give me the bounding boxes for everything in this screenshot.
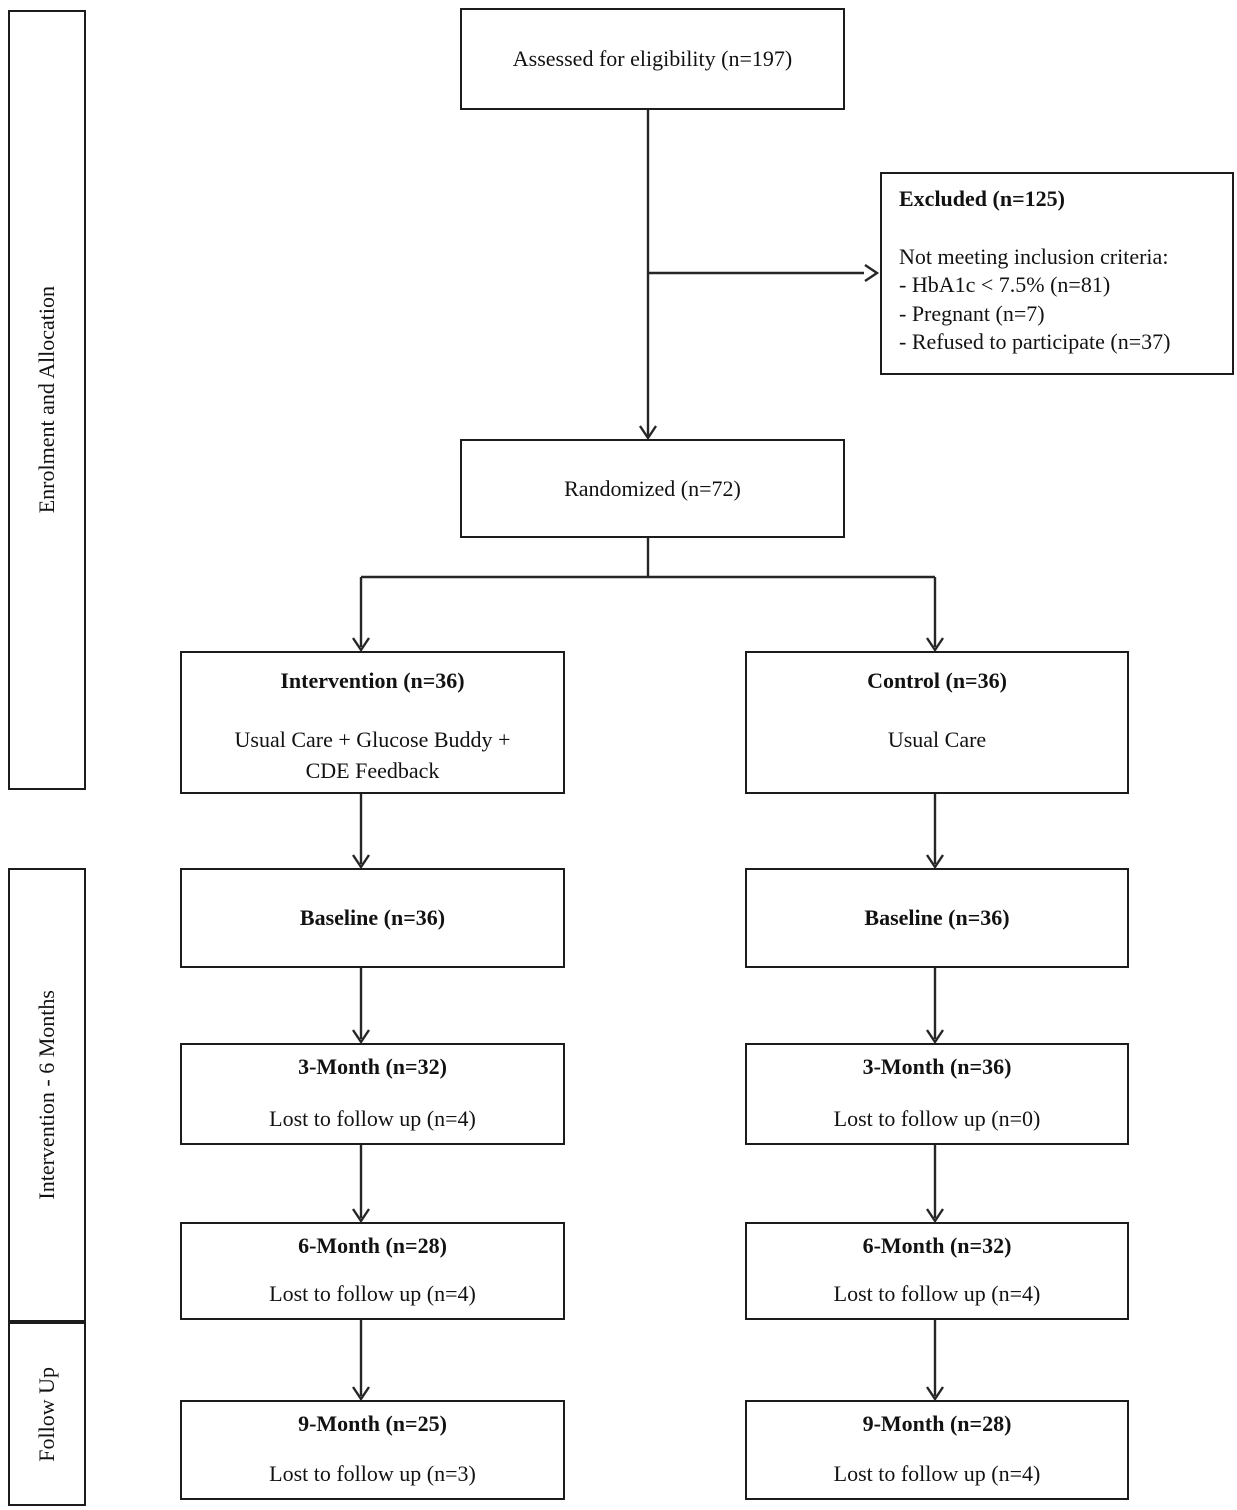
6month-title-control: 6-Month (n=32) bbox=[862, 1233, 1012, 1258]
randomized-box: Randomized (n=72) bbox=[460, 439, 845, 538]
3month-note-intervention: Lost to follow up (n=4) bbox=[269, 1106, 476, 1132]
arrowhead-3month-right bbox=[926, 1029, 944, 1045]
excluded-reason-header: Not meeting inclusion criteria: bbox=[899, 243, 1169, 269]
6month-note-control: Lost to follow up (n=4) bbox=[833, 1281, 1041, 1307]
baseline-label-intervention: Baseline (n=36) bbox=[299, 905, 446, 931]
baseline-label-control: Baseline (n=36) bbox=[864, 905, 1010, 931]
arrowhead-9month-right bbox=[926, 1386, 944, 1402]
3month-box-intervention: 3-Month (n=32) Lost to follow up (n=4) bbox=[180, 1043, 565, 1145]
9month-title-control: 9-Month (n=28) bbox=[862, 1411, 1012, 1436]
baseline-box-intervention: Baseline (n=36) bbox=[180, 868, 565, 968]
6month-title-intervention: 6-Month (n=28) bbox=[298, 1233, 447, 1258]
arrowhead-excluded bbox=[864, 264, 880, 282]
control-description: Usual Care bbox=[887, 726, 987, 752]
arrowhead-control bbox=[926, 637, 944, 653]
3month-title-control: 3-Month (n=36) bbox=[862, 1054, 1012, 1079]
excluded-reason-hba1c: - HbA1c < 7.5% (n=81) bbox=[899, 272, 1111, 298]
phase-box-intervention-6-months: Intervention - 6 Months bbox=[8, 868, 86, 1322]
phase-label-intervention-6-months: Intervention - 6 Months bbox=[34, 990, 59, 1200]
6month-note-intervention: Lost to follow up (n=4) bbox=[269, 1281, 476, 1307]
intervention-allocation-box: Intervention (n=36) Usual Care + Glucose… bbox=[180, 651, 565, 794]
assessed-eligibility-label: Assessed for eligibility (n=197) bbox=[512, 46, 793, 72]
excluded-reason-pregnant: - Pregnant (n=7) bbox=[899, 300, 1045, 326]
9month-note-control: Lost to follow up (n=4) bbox=[833, 1461, 1041, 1487]
phase-box-enrolment-allocation: Enrolment and Allocation bbox=[8, 10, 86, 790]
arrowhead-9month-left bbox=[352, 1386, 370, 1402]
excluded-box: Excluded (n=125) Not meeting inclusion c… bbox=[880, 172, 1234, 375]
excluded-title: Excluded (n=125) bbox=[899, 186, 1065, 211]
9month-box-control: 9-Month (n=28) Lost to follow up (n=4) bbox=[745, 1400, 1129, 1500]
9month-box-intervention: 9-Month (n=25) Lost to follow up (n=3) bbox=[180, 1400, 565, 1500]
arrowhead-6month-left bbox=[352, 1208, 370, 1224]
control-title: Control (n=36) bbox=[867, 668, 1007, 693]
6month-box-control: 6-Month (n=32) Lost to follow up (n=4) bbox=[745, 1222, 1129, 1320]
phase-box-follow-up: Follow Up bbox=[8, 1322, 86, 1506]
arrowhead-randomized bbox=[639, 425, 657, 441]
control-allocation-box: Control (n=36) Usual Care bbox=[745, 651, 1129, 794]
arrowhead-baseline-left bbox=[352, 854, 370, 870]
arrowhead-6month-right bbox=[926, 1208, 944, 1224]
3month-box-control: 3-Month (n=36) Lost to follow up (n=0) bbox=[745, 1043, 1129, 1145]
9month-note-intervention: Lost to follow up (n=3) bbox=[269, 1461, 476, 1487]
9month-title-intervention: 9-Month (n=25) bbox=[298, 1411, 447, 1436]
intervention-title: Intervention (n=36) bbox=[280, 668, 465, 693]
arrowhead-baseline-right bbox=[926, 854, 944, 870]
3month-title-intervention: 3-Month (n=32) bbox=[298, 1054, 447, 1079]
6month-box-intervention: 6-Month (n=28) Lost to follow up (n=4) bbox=[180, 1222, 565, 1320]
phase-label-follow-up: Follow Up bbox=[34, 1366, 59, 1462]
arrowhead-intervention bbox=[352, 637, 370, 653]
3month-note-control: Lost to follow up (n=0) bbox=[833, 1106, 1041, 1132]
intervention-description: Usual Care + Glucose Buddy + CDE Feedbac… bbox=[234, 726, 511, 783]
assessed-eligibility-box: Assessed for eligibility (n=197) bbox=[460, 8, 845, 110]
arrowhead-3month-left bbox=[352, 1029, 370, 1045]
excluded-reason-refused: - Refused to participate (n=37) bbox=[899, 329, 1171, 355]
phase-label-enrolment-allocation: Enrolment and Allocation bbox=[34, 286, 59, 514]
baseline-box-control: Baseline (n=36) bbox=[745, 868, 1129, 968]
randomized-label: Randomized (n=72) bbox=[564, 475, 741, 501]
